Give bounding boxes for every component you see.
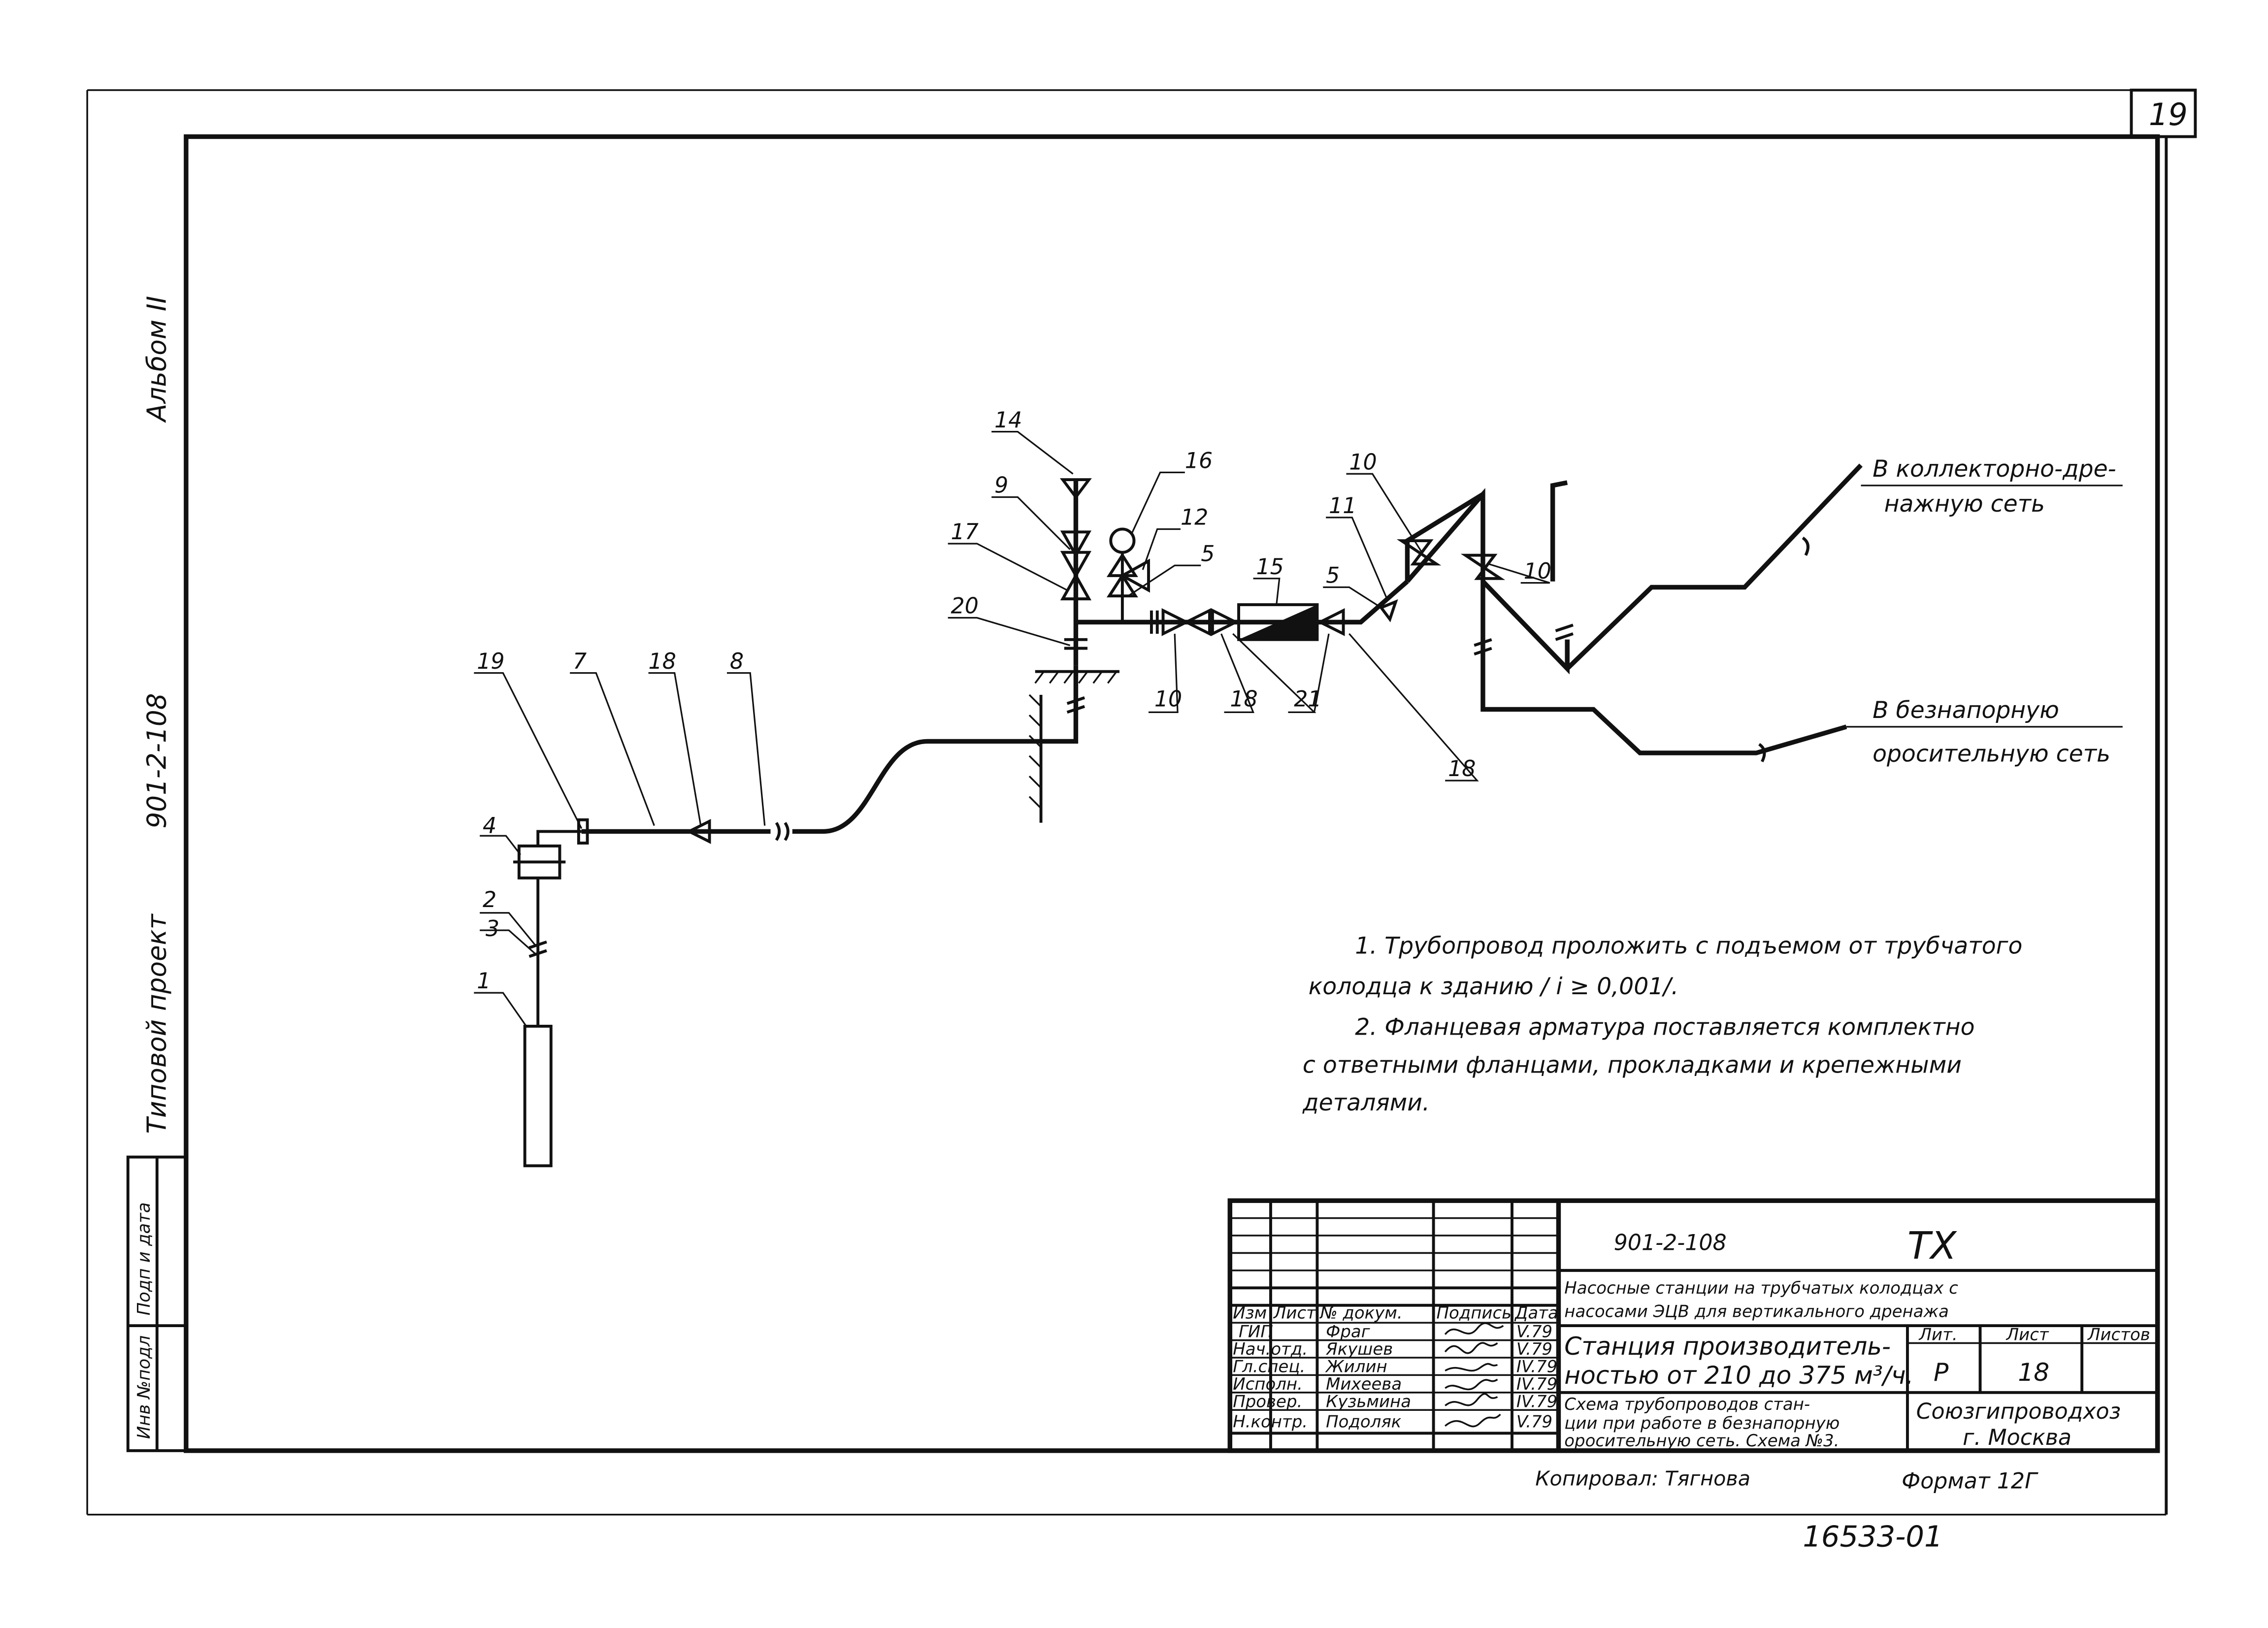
callout-10-line: 10 — [1154, 687, 1182, 712]
sheet-frame — [86, 89, 2197, 1516]
date-5: IV.79 — [1516, 1392, 1557, 1411]
page-number: 19 — [2149, 97, 2188, 132]
callout-16: 16 — [1185, 448, 1213, 473]
role-4: Исполн. — [1233, 1374, 1303, 1394]
sheet-label: Лист — [2005, 1325, 2049, 1345]
role-3: Гл.спец. — [1233, 1357, 1305, 1376]
header-doc: № докум. — [1319, 1303, 1402, 1323]
callout-8: 8 — [730, 649, 744, 674]
note-2-line1: 2. Фланцевая арматура поставляется компл… — [1355, 1014, 1974, 1041]
lit-label: Лит. — [1918, 1325, 1958, 1345]
wall-hatching — [1028, 670, 1119, 823]
callout-14: 14 — [994, 408, 1022, 433]
scheme-line3: оросительную сеть. Схема №3. — [1564, 1431, 1839, 1451]
pressure-line — [1076, 580, 1409, 641]
callout-10-right: 10 — [1524, 559, 1551, 584]
title-block-grid — [1227, 1198, 2160, 1453]
discharge-collector — [1396, 463, 1863, 675]
station-line1: Станция производитель- — [1564, 1332, 1891, 1361]
project-title-line2: насосами ЭЦВ для вертикального дренажа — [1564, 1302, 1949, 1321]
callout-21: 21 — [1294, 687, 1321, 712]
riser — [1059, 478, 1092, 666]
note-1-line1: 1. Трубопровод проложить с подъемом от т… — [1355, 932, 2022, 959]
archive-number: 16533-01 — [1803, 1520, 1942, 1554]
suction-line — [577, 665, 1079, 845]
well-head — [513, 830, 582, 879]
callout-20: 20 — [951, 594, 979, 619]
title-mark: ТХ — [1907, 1224, 1957, 1268]
typical-project-label: Типовой проект — [142, 913, 172, 1134]
scheme-line2: ции при работе в безнапорную — [1564, 1414, 1840, 1433]
callout-1: 1 — [477, 969, 491, 994]
album-label: Альбом II — [142, 296, 172, 423]
header-list: Лист — [1273, 1303, 1316, 1323]
title-doc-code: 901-2-108 — [1614, 1231, 1727, 1256]
callout-11: 11 — [1329, 493, 1356, 519]
note-1-line2: колодца к зданию / i ≥ 0,001/. — [1309, 973, 1678, 1000]
callout-2: 2 — [483, 887, 496, 912]
role-1: ГИП — [1239, 1322, 1273, 1342]
name-3: Жилин — [1325, 1357, 1387, 1376]
role-2: Нач.отд. — [1233, 1339, 1308, 1359]
role-6: Н.контр. — [1233, 1412, 1308, 1432]
callout-7: 7 — [573, 649, 587, 674]
side-stamp — [126, 1155, 188, 1452]
gravity-line — [1474, 633, 1847, 763]
sheets-label: Листов — [2087, 1325, 2150, 1345]
destination-collector-line1: В коллекторно-дре- — [1873, 456, 2116, 483]
date-3: IV.79 — [1516, 1357, 1557, 1376]
role-5: Провер. — [1233, 1392, 1302, 1411]
callout-17: 17 — [951, 520, 979, 545]
header-sign: Подпись — [1437, 1303, 1512, 1323]
signatures — [1444, 1322, 1504, 1428]
name-2: Якушев — [1325, 1339, 1393, 1359]
callout-18-line: 18 — [1230, 687, 1257, 712]
lit-value: Р — [1934, 1358, 1949, 1387]
callout-18-suction: 18 — [649, 649, 676, 674]
date-2: V.79 — [1516, 1339, 1552, 1359]
format-label: Формат 12Г — [1902, 1469, 2038, 1494]
callout-5-discharge: 5 — [1326, 563, 1340, 588]
gauge-branch — [1106, 527, 1150, 622]
project-title-line1: Насосные станции на трубчатых колодцах с — [1564, 1278, 1958, 1298]
date-4: IV.79 — [1516, 1374, 1557, 1394]
name-1: Фраг — [1326, 1322, 1370, 1342]
callout-5-gauge: 5 — [1201, 541, 1215, 566]
callout-10-top: 10 — [1349, 450, 1377, 475]
callout-9: 9 — [994, 473, 1008, 498]
callout-15: 15 — [1256, 554, 1283, 580]
note-2-line3: деталями. — [1302, 1089, 1430, 1116]
copied-by: Копировал: Тягнова — [1535, 1467, 1750, 1491]
callout-3: 3 — [486, 916, 499, 942]
stamp-inv-label: Инв №подл — [134, 1335, 154, 1439]
org-line2: г. Москва — [1963, 1425, 2071, 1450]
header-izm: Изм — [1233, 1303, 1267, 1323]
name-5: Кузьмина — [1326, 1392, 1411, 1411]
callout-18-discharge: 18 — [1448, 756, 1476, 781]
header-date: Дата — [1514, 1303, 1558, 1323]
name-4: Михеева — [1326, 1374, 1402, 1394]
scheme-line1: Схема трубопроводов стан- — [1564, 1395, 1810, 1414]
destination-gravity-line2: оросительную сеть — [1873, 741, 2110, 768]
side-project-number: 901-2-108 — [142, 693, 172, 829]
callout-19: 19 — [477, 649, 504, 674]
date-1: V.79 — [1516, 1322, 1552, 1342]
callout-leaders — [474, 431, 1550, 1027]
callout-4: 4 — [483, 813, 496, 838]
date-6: V.79 — [1516, 1412, 1552, 1432]
well-casing — [523, 878, 553, 1168]
note-2-line2: с ответными фланцами, прокладками и креп… — [1303, 1051, 1962, 1078]
org-line1: Союзгипроводхоз — [1916, 1399, 2121, 1424]
name-6: Подоляк — [1326, 1412, 1402, 1432]
sheet-value: 18 — [2018, 1358, 2049, 1387]
destination-gravity-line1: В безнапорную — [1873, 697, 2059, 724]
stamp-sign-label: Подп и дата — [134, 1202, 154, 1315]
station-line2: ностью от 210 до 375 м³/ч. — [1564, 1361, 1913, 1390]
callout-12: 12 — [1181, 505, 1208, 530]
destination-collector-line2: нажную сеть — [1884, 490, 2045, 518]
